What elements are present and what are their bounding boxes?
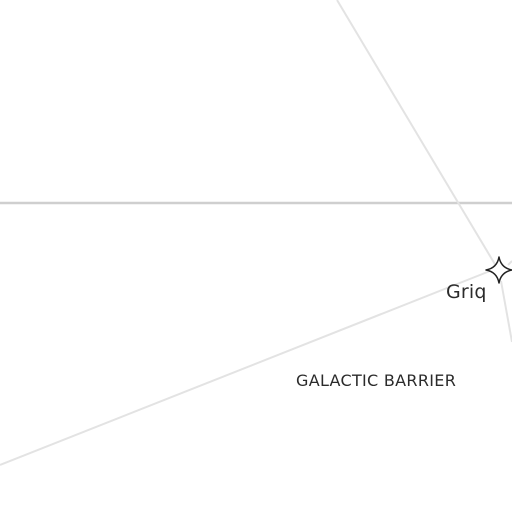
hyperlane-south	[500, 280, 512, 343]
region-label: GALACTIC BARRIER	[296, 371, 457, 390]
hyperlane-east	[507, 260, 512, 266]
hyperlane-southwest	[0, 270, 491, 466]
hyperlane-north	[336, 0, 497, 267]
four-point-star-icon[interactable]	[485, 256, 512, 284]
system-label[interactable]: Griq	[446, 281, 487, 303]
